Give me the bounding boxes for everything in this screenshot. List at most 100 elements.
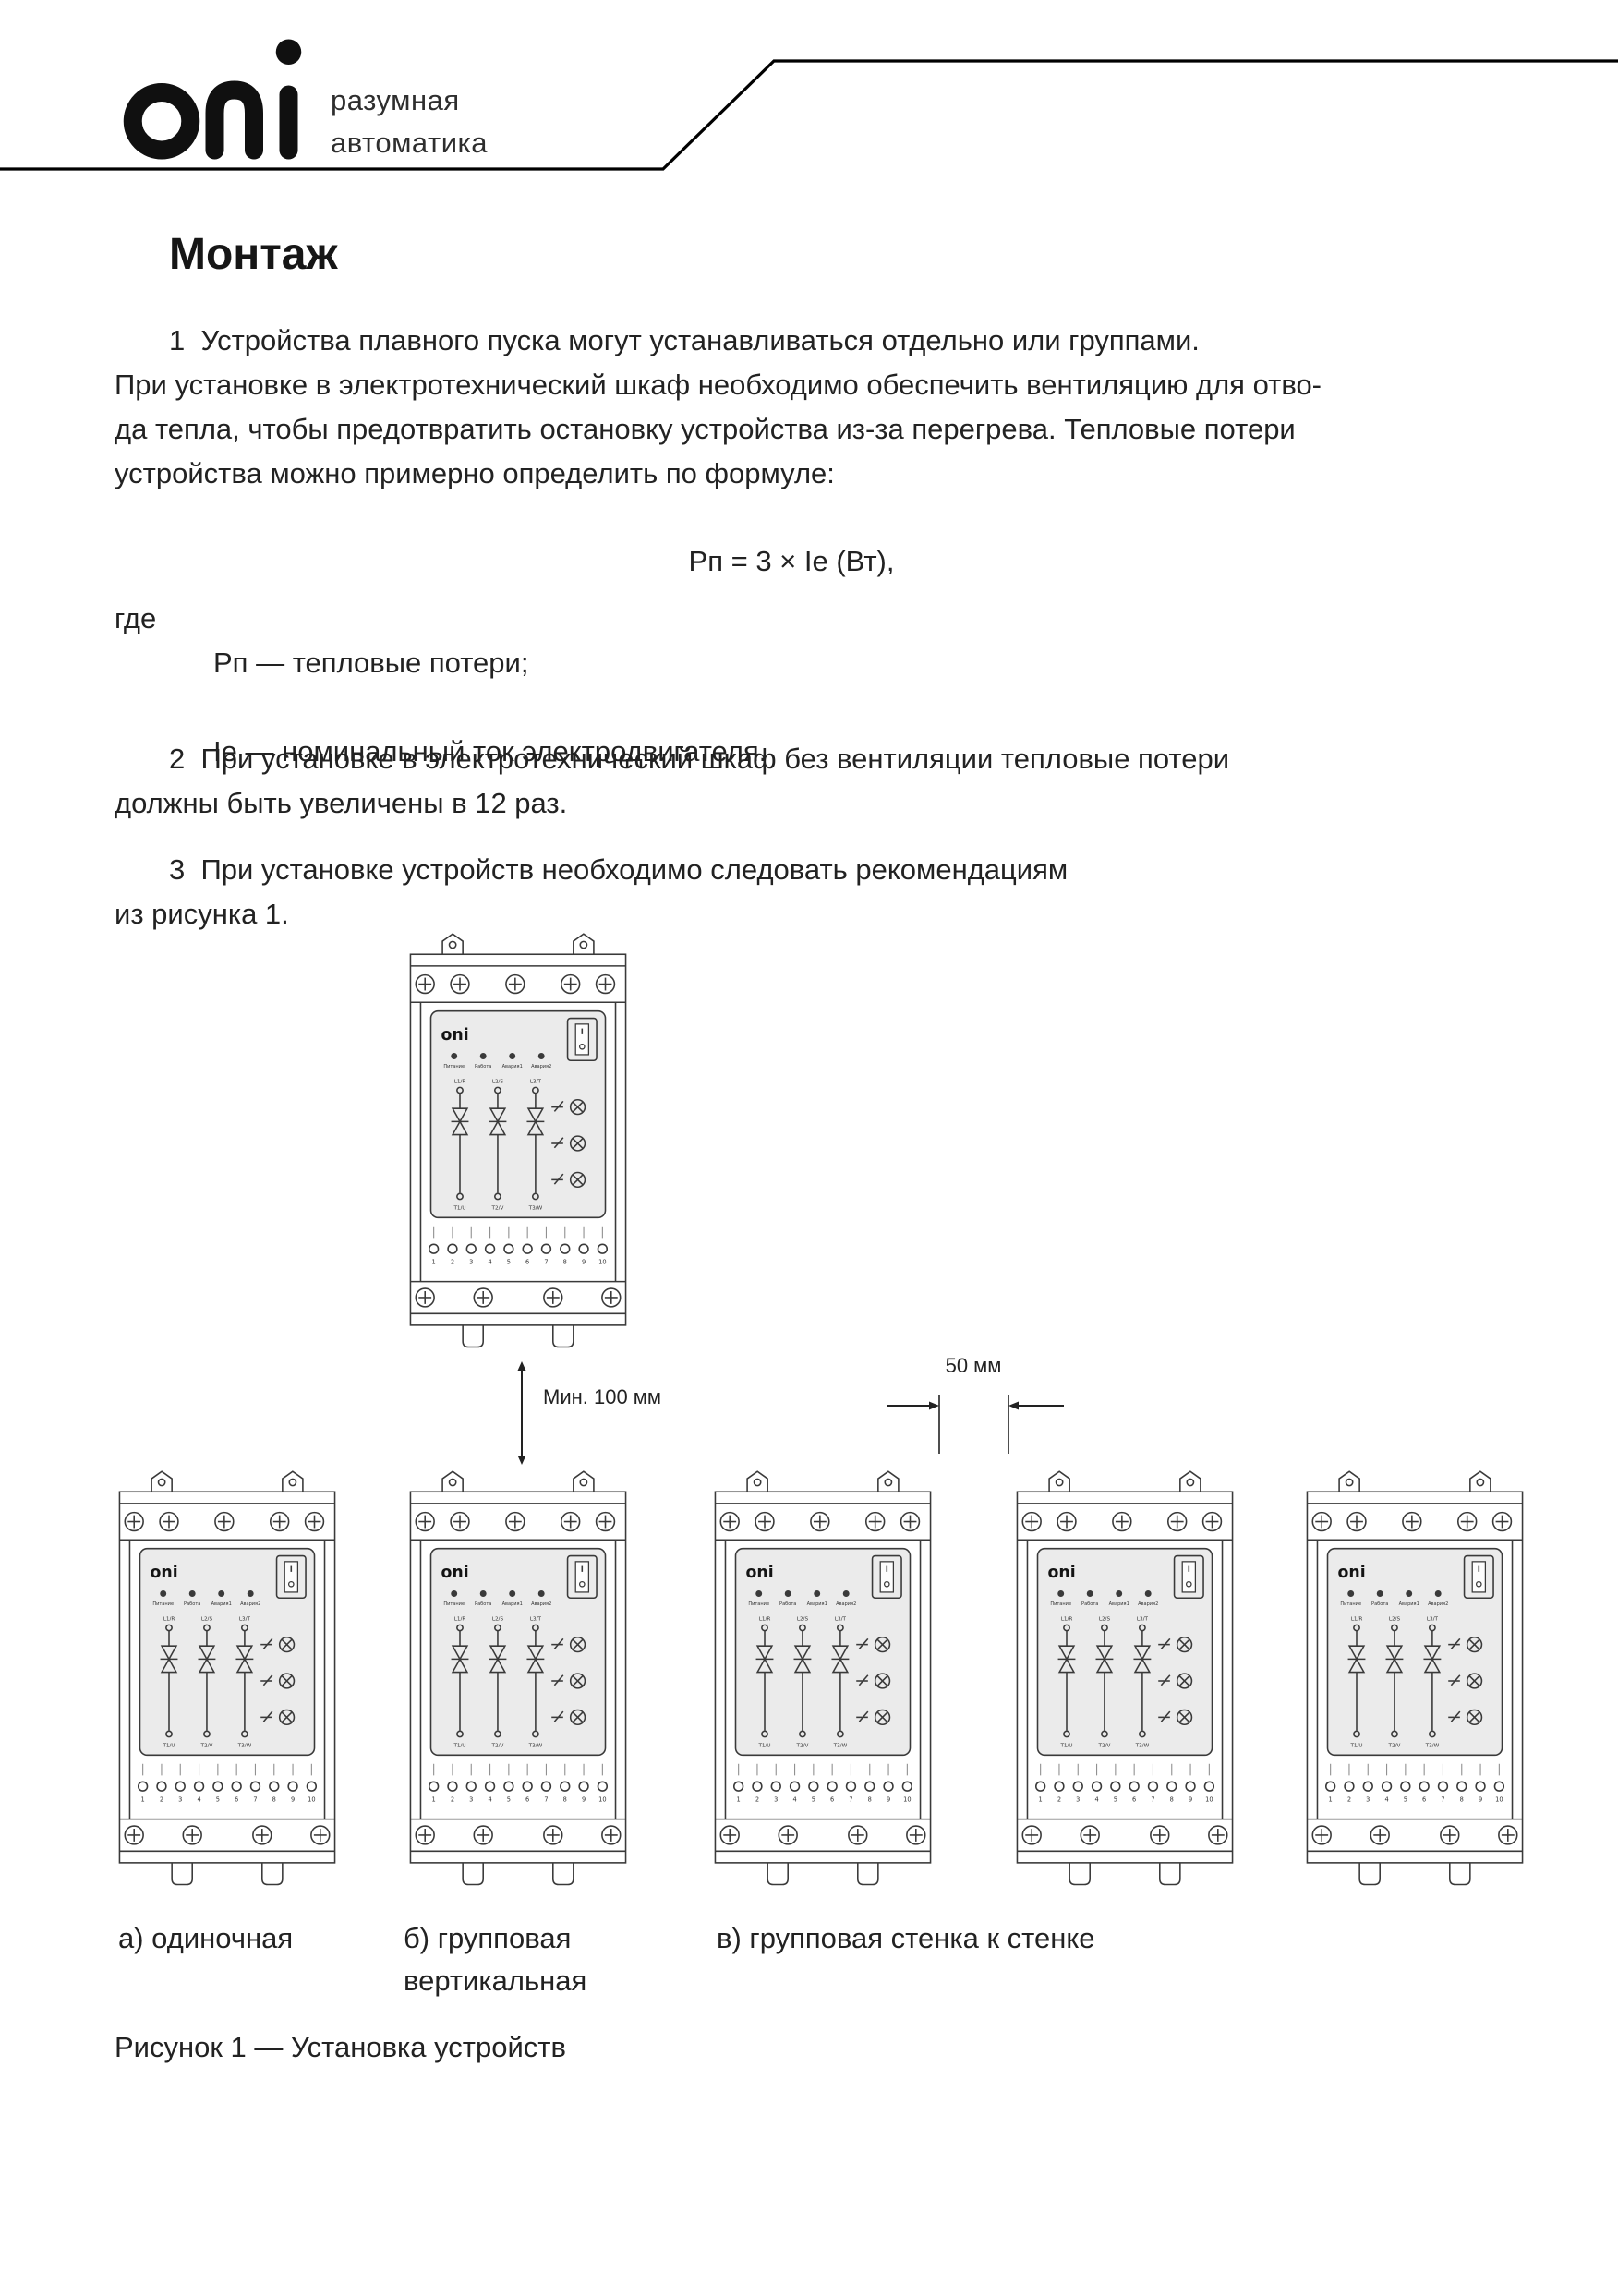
svg-text:Работа: Работа: [779, 1601, 796, 1607]
svg-text:T3/W: T3/W: [833, 1744, 848, 1749]
svg-text:oni: oni: [441, 1564, 469, 1582]
svg-text:5: 5: [216, 1796, 220, 1804]
svg-text:T3/W: T3/W: [1425, 1744, 1440, 1749]
svg-text:T3/W: T3/W: [528, 1744, 543, 1749]
svg-text:2: 2: [451, 1259, 454, 1266]
svg-text:5: 5: [812, 1796, 815, 1804]
svg-text:L1/R: L1/R: [454, 1080, 466, 1085]
svg-text:L1/R: L1/R: [163, 1617, 175, 1623]
svg-text:4: 4: [488, 1796, 491, 1804]
oni-logo-icon: [123, 39, 302, 160]
dimension-arrow-vertical: [517, 1361, 526, 1465]
where-label: где: [115, 602, 157, 634]
svg-text:L2/S: L2/S: [492, 1617, 504, 1623]
brand-tagline: разумная автоматика: [331, 79, 488, 164]
svg-text:L2/S: L2/S: [797, 1617, 809, 1623]
svg-text:T2/V: T2/V: [491, 1206, 504, 1212]
svg-text:6: 6: [235, 1796, 238, 1804]
svg-text:1: 1: [432, 1259, 436, 1266]
figure-caption: Рисунок 1 — Установка устройств: [115, 2031, 566, 2063]
svg-text:1: 1: [737, 1796, 741, 1804]
svg-text:T2/V: T2/V: [491, 1744, 504, 1749]
paragraph-2: 2 При установке в электротехнический шка…: [115, 743, 1230, 819]
svg-text:3: 3: [178, 1796, 182, 1804]
svg-text:10: 10: [903, 1796, 911, 1804]
svg-text:9: 9: [887, 1796, 890, 1804]
svg-text:4: 4: [197, 1796, 200, 1804]
svg-text:L1/R: L1/R: [1061, 1617, 1073, 1623]
svg-text:10: 10: [1495, 1796, 1503, 1804]
page-title: Монтаж: [169, 230, 338, 279]
formula: Рп = 3 × Ie (Вт),: [688, 545, 895, 577]
svg-text:2: 2: [755, 1796, 759, 1804]
svg-text:T2/V: T2/V: [796, 1744, 809, 1749]
svg-text:L3/T: L3/T: [1427, 1617, 1439, 1623]
svg-text:Авария2: Авария2: [531, 1064, 551, 1069]
svg-text:T1/U: T1/U: [757, 1744, 770, 1749]
svg-text:5: 5: [507, 1259, 511, 1266]
dimension-label-vertical: Мин. 100 мм: [543, 1385, 662, 1408]
svg-text:9: 9: [1479, 1796, 1482, 1804]
svg-text:Работа: Работа: [184, 1601, 200, 1607]
svg-text:L3/T: L3/T: [239, 1617, 251, 1623]
svg-text:8: 8: [868, 1796, 872, 1804]
svg-text:T2/V: T2/V: [1388, 1744, 1401, 1749]
dimension-arrow-horizontal: [887, 1395, 1064, 1454]
svg-text:T2/V: T2/V: [1098, 1744, 1111, 1749]
header-rule: [0, 59, 1618, 171]
svg-text:9: 9: [582, 1796, 586, 1804]
svg-text:Авария1: Авария1: [502, 1601, 523, 1607]
svg-text:L3/T: L3/T: [1137, 1617, 1149, 1623]
svg-text:3: 3: [469, 1259, 473, 1266]
svg-text:2: 2: [1057, 1796, 1061, 1804]
svg-text:Авария2: Авария2: [836, 1601, 856, 1607]
brand-tagline-line2: автоматика: [331, 127, 488, 159]
svg-text:10: 10: [1205, 1796, 1213, 1804]
svg-text:T3/W: T3/W: [1135, 1744, 1150, 1749]
svg-text:L2/S: L2/S: [492, 1080, 504, 1085]
brand-tagline-line1: разумная: [331, 84, 460, 116]
svg-text:L2/S: L2/S: [1099, 1617, 1111, 1623]
svg-text:T1/U: T1/U: [162, 1744, 175, 1749]
svg-text:oni: oni: [441, 1026, 469, 1045]
svg-text:Авария2: Авария2: [531, 1601, 551, 1607]
svg-text:3: 3: [469, 1796, 473, 1804]
where-item-2: Ie — номинальный ток электродвигателя.: [213, 735, 767, 767]
svg-text:6: 6: [525, 1796, 529, 1804]
svg-text:10: 10: [598, 1259, 606, 1266]
svg-text:6: 6: [525, 1259, 529, 1266]
svg-text:2: 2: [160, 1796, 163, 1804]
svg-text:Питание: Питание: [1340, 1601, 1361, 1607]
svg-text:T3/W: T3/W: [237, 1744, 252, 1749]
svg-text:8: 8: [563, 1796, 567, 1804]
dimension-label-horizontal: 50 мм: [945, 1354, 1002, 1377]
svg-text:9: 9: [291, 1796, 295, 1804]
svg-text:L2/S: L2/S: [201, 1617, 213, 1623]
svg-text:4: 4: [1094, 1796, 1098, 1804]
svg-text:Авария1: Авария1: [211, 1601, 232, 1607]
svg-text:5: 5: [507, 1796, 511, 1804]
svg-text:oni: oni: [151, 1564, 178, 1582]
svg-text:4: 4: [792, 1796, 796, 1804]
svg-text:3: 3: [1366, 1796, 1370, 1804]
where-item-1: Рп — тепловые потери;: [213, 647, 529, 679]
svg-text:7: 7: [1441, 1796, 1444, 1804]
svg-text:Авария1: Авария1: [807, 1601, 827, 1607]
svg-text:4: 4: [488, 1259, 491, 1266]
svg-text:10: 10: [598, 1796, 606, 1804]
svg-text:L3/T: L3/T: [530, 1617, 542, 1623]
svg-text:Авария2: Авария2: [1428, 1601, 1448, 1607]
svg-text:1: 1: [432, 1796, 436, 1804]
paragraph-1: 1 Устройства плавного пуска могут устана…: [115, 324, 1322, 489]
paragraph-3: 3 При установке устройств необходимо сле…: [115, 853, 1069, 930]
svg-text:2: 2: [1347, 1796, 1351, 1804]
svg-text:1: 1: [1329, 1796, 1333, 1804]
